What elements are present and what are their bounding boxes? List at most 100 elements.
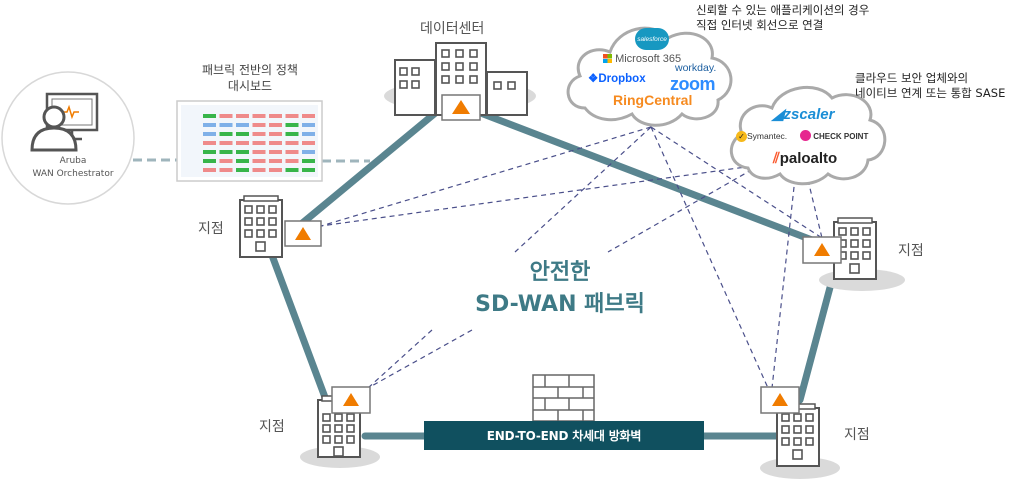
building-window — [862, 227, 871, 236]
building-window — [838, 227, 847, 236]
branch-bottom-left-node[interactable] — [300, 386, 380, 468]
dropbox-logo: ❖Dropbox — [588, 73, 646, 85]
building-window — [346, 413, 355, 422]
dashboard-cell — [203, 159, 216, 163]
branch-bottom-right-label: 지점 — [844, 427, 870, 443]
building-window — [862, 251, 871, 260]
dashboard-cell — [219, 132, 233, 136]
dashboard-cell — [252, 132, 266, 136]
building-window — [441, 49, 450, 58]
building-window — [322, 424, 331, 433]
dashboard-cell — [219, 114, 233, 118]
zscaler-logo: ◢zscaler — [772, 106, 835, 123]
saas-caption-line1: 신뢰할 수 있는 애플리케이션의 경우 — [696, 3, 870, 17]
appliance-branch-left — [284, 220, 322, 247]
datacenter-node[interactable] — [384, 42, 536, 121]
dashboard-cell — [302, 114, 315, 118]
building-window — [411, 67, 420, 76]
dashboard-cell — [203, 132, 216, 136]
dashboard-cell — [203, 141, 216, 145]
zscaler-icon: ◢ — [772, 106, 784, 123]
branch-right-label: 지점 — [898, 243, 924, 259]
building-window — [805, 437, 814, 446]
dashboard-cell — [203, 123, 216, 127]
firewall-banner-label: END-TO-END 차세대 방화벽 — [486, 429, 642, 443]
building-window — [507, 81, 516, 90]
dropbox-icon: ❖ — [588, 73, 599, 85]
building-window — [322, 413, 331, 422]
building-window — [411, 80, 420, 89]
dashboard-cell — [269, 132, 282, 136]
building-window — [862, 239, 871, 248]
dashboard-title: 패브릭 전반의 정책 대시보드 — [185, 62, 315, 94]
dashboard-cell — [203, 114, 216, 118]
building-window — [805, 425, 814, 434]
orchestrator-node[interactable] — [1, 71, 135, 205]
policy-dashboard-thumbnail[interactable] — [176, 100, 323, 182]
dashboard-cell — [236, 159, 249, 163]
appliance-datacenter — [441, 94, 481, 121]
security-caption: 클라우드 보안 업체와의 네이티브 연계 또는 통합 SASE — [855, 71, 1005, 101]
dashboard-cell — [203, 168, 216, 172]
user-icon — [30, 105, 78, 152]
dashboard-cell — [219, 123, 233, 127]
branch-bottom-right-node[interactable] — [760, 386, 840, 479]
building-door — [792, 449, 803, 460]
check-point-logo: CHECK POINT — [800, 130, 868, 141]
security-caption-line2: 네이티브 연계 또는 통합 SASE — [855, 86, 1006, 100]
salesforce-logo: salesforce — [635, 28, 669, 50]
orchestrator-label-line2: WAN Orchestrator — [32, 169, 114, 179]
building-window — [256, 229, 265, 238]
dashboard-cell — [285, 168, 299, 172]
dashboard-cell — [219, 150, 233, 154]
building-window — [256, 205, 265, 214]
branch-left-label: 지점 — [198, 221, 224, 237]
dashboard-cell — [285, 141, 299, 145]
dashboard-cell — [302, 123, 315, 127]
building-window — [793, 413, 802, 422]
dashboard-cell — [236, 114, 249, 118]
fabric-link-left-bottomleft — [266, 246, 330, 404]
building-window — [850, 227, 859, 236]
dashboard-cell — [302, 168, 315, 172]
dashboard-cell — [252, 159, 266, 163]
dashboard-cell — [269, 123, 282, 127]
building-window — [781, 413, 790, 422]
building-window — [793, 437, 802, 446]
fabric-link-right-bottomright — [796, 276, 836, 404]
dashboard-cell — [285, 114, 299, 118]
appliance-icon — [772, 393, 788, 406]
saas-caption: 신뢰할 수 있는 애플리케이션의 경우 직접 인터넷 회선으로 연결 — [696, 3, 869, 33]
dashboard-cell — [269, 114, 282, 118]
appliance-branch-bottom-right — [760, 386, 800, 414]
dashboard-cell — [269, 168, 282, 172]
dashboard-cell — [219, 159, 233, 163]
building-window — [268, 205, 277, 214]
symantec-logo: ✓Symantec. — [736, 131, 787, 142]
saas-cloud[interactable] — [566, 26, 733, 127]
building-window — [256, 217, 265, 226]
orchestrator-label-line1: Aruba — [59, 156, 87, 166]
branch-left-node[interactable] — [239, 195, 322, 258]
branch-right-node[interactable] — [802, 217, 905, 291]
fabric-link-dc-right — [474, 108, 816, 244]
building-window — [455, 62, 464, 71]
dashboard-cell — [236, 132, 249, 136]
building-window — [441, 62, 450, 71]
building-door — [255, 241, 266, 252]
building-window — [781, 425, 790, 434]
workday-logo: workday. — [675, 62, 717, 74]
firewall-wall-icon — [532, 374, 595, 422]
dashboard-title-line1: 패브릭 전반의 정책 — [202, 63, 298, 77]
building-window — [244, 205, 253, 214]
security-caption-line1: 클라우드 보안 업체와의 — [855, 71, 969, 85]
appliance-branch-bottom-left — [331, 386, 371, 414]
branch-bottom-left-label: 지점 — [259, 419, 285, 435]
building-window — [469, 49, 478, 58]
dashboard-cell — [285, 150, 299, 154]
ringcentral-logo: RingCentral — [613, 92, 693, 108]
dashboard-cell — [252, 123, 266, 127]
dashboard-cell — [252, 168, 266, 172]
dashboard-cell — [219, 141, 233, 145]
dashboard-cell — [269, 150, 282, 154]
